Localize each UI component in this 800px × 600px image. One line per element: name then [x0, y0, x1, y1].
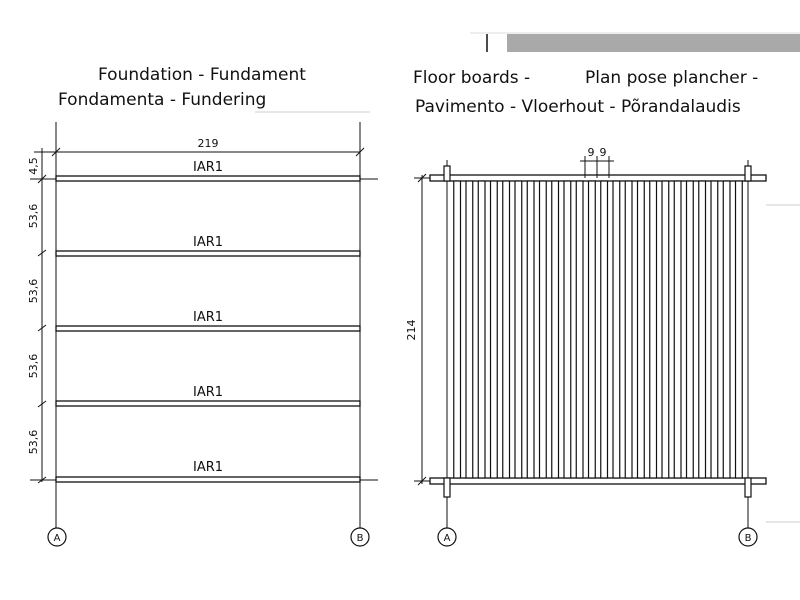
floor-board — [722, 180, 731, 479]
beam-label-3: IAR1 — [193, 310, 223, 325]
floor-board — [477, 180, 486, 479]
post-top-right — [744, 165, 752, 182]
spacing-dim-label-2: 53,6 — [27, 279, 40, 304]
joist-bottom — [429, 477, 767, 485]
floor-board — [489, 180, 498, 479]
spacing-dim-label-4: 53,6 — [27, 430, 40, 455]
beam-2 — [55, 250, 361, 257]
width-dim-label: 219 — [198, 137, 219, 150]
floor-board — [661, 180, 670, 479]
post-top-left — [443, 165, 451, 182]
floor-board — [624, 180, 633, 479]
floor-board — [698, 180, 707, 479]
beam-5 — [55, 476, 361, 483]
foundation-title-line1: Foundation - Fundament — [98, 65, 306, 85]
beam-4 — [55, 400, 361, 407]
post-bottom-left — [443, 477, 451, 498]
floor-board — [502, 180, 511, 479]
floor-height-slash-top — [417, 173, 427, 183]
board-dim-label-1: 9 — [588, 146, 595, 159]
axis-bubble-b-left — [350, 527, 370, 547]
axis-bubble-a-left — [47, 527, 67, 547]
axis-bubble-b-right — [738, 527, 758, 547]
beam-label-4: IAR1 — [193, 385, 223, 400]
floor-board — [538, 180, 547, 479]
floor-board — [600, 180, 609, 479]
floor-board — [514, 180, 523, 479]
floor-board — [734, 180, 743, 479]
axis-label-a-right: A — [444, 533, 451, 544]
spacing-dim-label-1: 53,6 — [27, 204, 40, 229]
floor-board — [710, 180, 719, 479]
floor-board — [526, 180, 535, 479]
floor-boards — [453, 180, 743, 479]
floor-title-line1b: Plan pose plancher - — [585, 68, 758, 88]
axis-label-b-right: B — [745, 533, 752, 544]
floor-board — [563, 180, 572, 479]
beam-label-1: IAR1 — [193, 160, 223, 175]
board-dim-label-2: 9 — [600, 146, 607, 159]
floor-board — [612, 180, 621, 479]
beam-1 — [55, 175, 361, 182]
foundation-plan: Foundation - Fundament Fondamenta - Fund… — [27, 65, 378, 547]
axis-label-b-left: B — [357, 533, 364, 544]
floor-board — [636, 180, 645, 479]
floor-board — [465, 180, 474, 479]
beam-label-2: IAR1 — [193, 235, 223, 250]
axis-label-a-left: A — [54, 533, 61, 544]
beam-3 — [55, 325, 361, 332]
floor-board — [649, 180, 658, 479]
floor-board — [587, 180, 596, 479]
top-dim-label: 4,5 — [27, 157, 40, 175]
floor-board — [575, 180, 584, 479]
floor-board — [685, 180, 694, 479]
floor-board — [551, 180, 560, 479]
axis-bubble-a-right — [437, 527, 457, 547]
floor-board — [673, 180, 682, 479]
beam-label-5: IAR1 — [193, 460, 223, 475]
spacing-dim-label-3: 53,6 — [27, 354, 40, 379]
floor-title-line2: Pavimento - Vloerhout - Põrandalaudis — [415, 97, 741, 117]
floor-board — [453, 180, 462, 479]
gray-strip — [507, 34, 800, 52]
foundation-title-line2: Fondamenta - Fundering — [58, 90, 266, 110]
floor-plan: Floor boards - Plan pose plancher - Pavi… — [405, 68, 767, 547]
floor-height-dim-label: 214 — [405, 320, 418, 341]
post-bottom-right — [744, 477, 752, 498]
joist-top — [429, 174, 767, 182]
floor-height-slash-bottom — [417, 476, 427, 486]
floor-title-line1a: Floor boards - — [413, 68, 530, 88]
width-dim-tick-right — [355, 147, 365, 157]
